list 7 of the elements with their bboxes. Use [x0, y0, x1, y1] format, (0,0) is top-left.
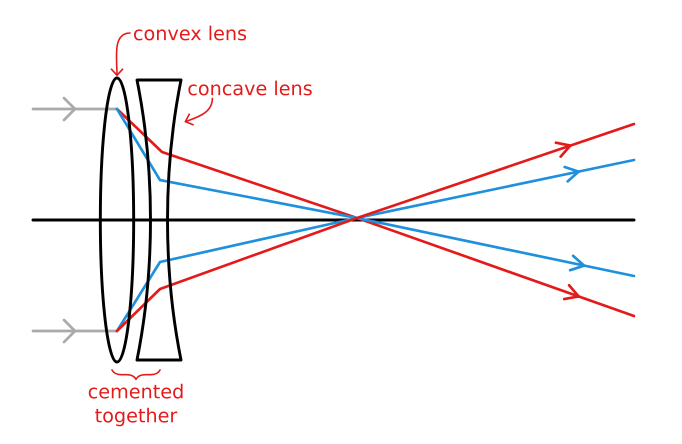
note-text: cemented together — [88, 384, 183, 426]
leader-arrow — [184, 98, 214, 126]
convex-lens — [98, 76, 136, 364]
concave-lens — [136, 78, 182, 362]
lens-label: concave lens — [188, 80, 312, 96]
leader-arrow — [110, 32, 131, 77]
lens-label: convex lens — [134, 26, 246, 40]
